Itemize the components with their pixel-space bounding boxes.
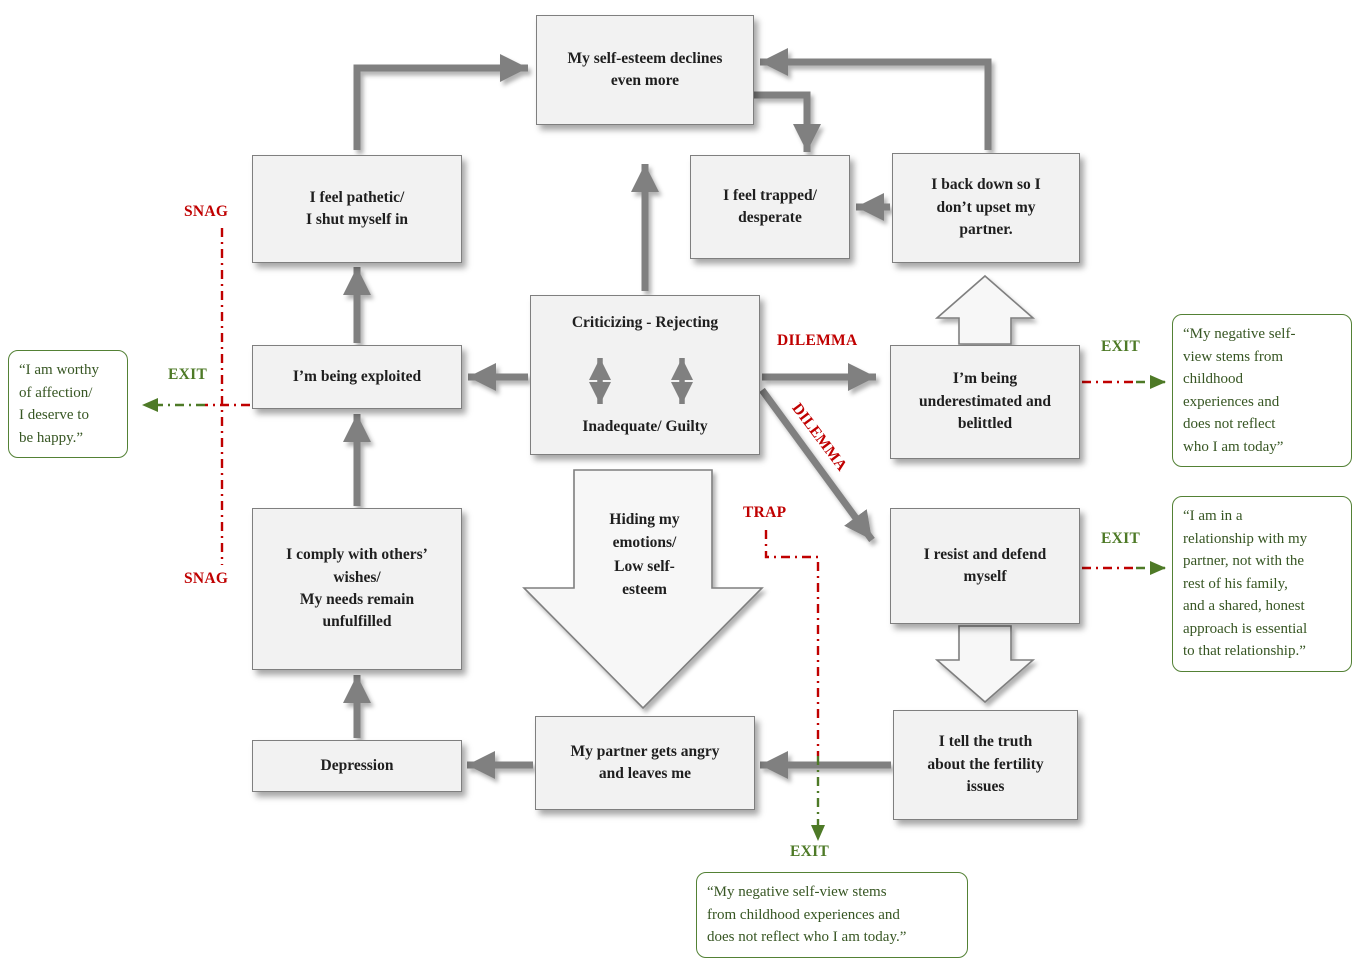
node-feel-trapped: I feel trapped/ desperate (690, 155, 850, 259)
quote-worthy-of-affection: “I am worthy of affection/ I deserve to … (8, 350, 128, 458)
node-feel-pathetic: I feel pathetic/ I shut myself in (252, 155, 462, 263)
exit-label-left: EXIT (168, 366, 208, 383)
quote-negative-self-view-right: “My negative self- view stems from child… (1172, 314, 1352, 467)
block-arrow-down-resist (934, 625, 1036, 704)
inadequate-guilty-label: Inadequate/ Guilty (582, 417, 708, 435)
node-back-down: I back down so I don’t upset my partner. (892, 153, 1080, 263)
dilemma-label-right: DILEMMA (777, 332, 858, 349)
node-partner-angry: My partner gets angry and leaves me (535, 716, 755, 810)
node-comply-wishes: I comply with others’ wishes/ My needs r… (252, 508, 462, 670)
snag-label-top: SNAG (184, 203, 229, 220)
node-tell-truth: I tell the truth about the fertility iss… (893, 710, 1078, 820)
arrow-back-down-to-self-esteem (760, 48, 992, 150)
solid-arrows (343, 48, 992, 779)
node-self-esteem-declines: My self-esteem declines even more (536, 15, 754, 125)
dashed-lines (142, 228, 1166, 841)
arrow-pathetic-to-self-esteem (353, 54, 528, 150)
block-arrows (522, 274, 1036, 710)
arrow-self-esteem-to-trapped (754, 91, 821, 152)
node-underestimated: I’m being underestimated and belittled (890, 345, 1080, 459)
hiding-emotions-label: Hiding my emotions/ Low self- esteem (609, 511, 680, 598)
criticizing-rejecting-label: Criticizing - Rejecting (571, 314, 719, 331)
exit-label-right-top: EXIT (1101, 338, 1141, 355)
criticizing-internal-arrows (589, 358, 693, 404)
quote-relationship: “I am in a relationship with my partner,… (1172, 496, 1352, 672)
snag-label-bottom: SNAG (184, 570, 229, 587)
node-criticizing-core: Criticizing - Rejecting Inadequate/ Guil… (530, 295, 760, 455)
node-resist-defend: I resist and defend myself (890, 508, 1080, 624)
exit-label-right-mid: EXIT (1101, 530, 1141, 547)
block-arrow-up-underestimated (934, 274, 1036, 345)
block-arrow-hiding-emotions (522, 469, 764, 710)
exit-label-bottom: EXIT (790, 843, 830, 860)
arrow-criticizing-to-resist (759, 387, 875, 543)
trap-label: TRAP (743, 504, 787, 521)
node-being-exploited: I’m being exploited (252, 345, 462, 409)
quote-negative-self-view-bottom: “My negative self-view stems from childh… (696, 872, 968, 958)
node-depression: Depression (252, 740, 462, 792)
